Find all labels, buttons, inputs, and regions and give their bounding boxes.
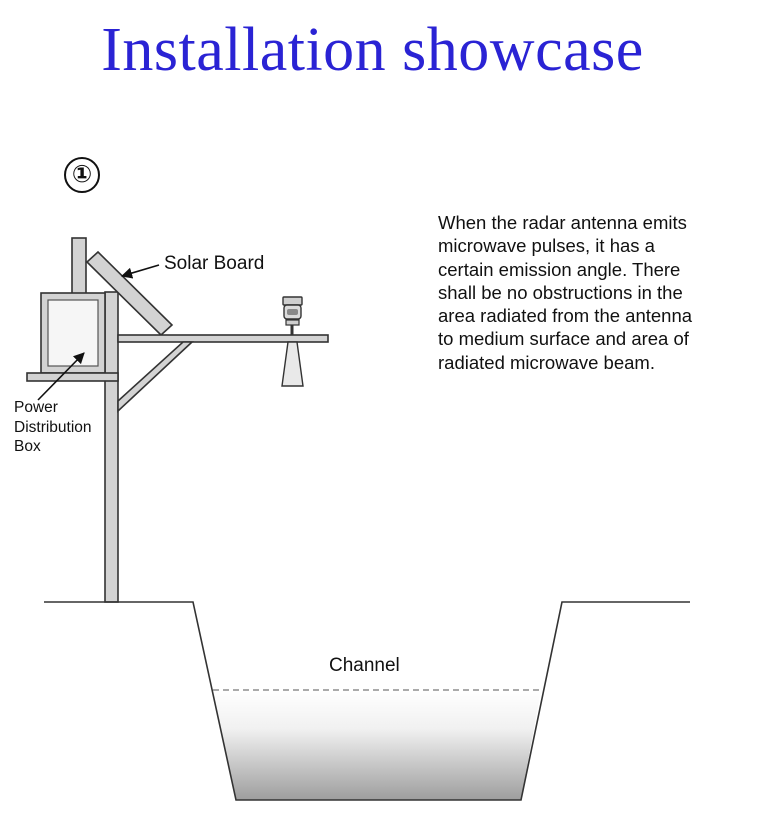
channel-water [213, 690, 541, 800]
box-shelf [26, 372, 119, 382]
solar-board-label: Solar Board [164, 253, 265, 274]
solar-board [85, 250, 174, 337]
radar-level-sensor [281, 296, 304, 387]
step-number-badge: ① [64, 157, 100, 193]
mount-post-top [71, 237, 87, 295]
radar-antenna-horn [281, 341, 304, 387]
power-distribution-box-front [47, 299, 99, 367]
arm-brace [117, 341, 195, 413]
power-box-pointer [37, 352, 85, 401]
channel-label: Channel [329, 655, 400, 676]
power-distribution-box-label: Power Distribution Box [14, 399, 92, 455]
installation-description: When the radar antenna emits microwave p… [438, 212, 693, 373]
page-title: Installation showcase [101, 16, 644, 84]
mounting-arm [117, 334, 329, 343]
solar-board-pointer [120, 264, 160, 279]
mounting-pole [104, 291, 119, 603]
channel-outline [44, 601, 690, 801]
